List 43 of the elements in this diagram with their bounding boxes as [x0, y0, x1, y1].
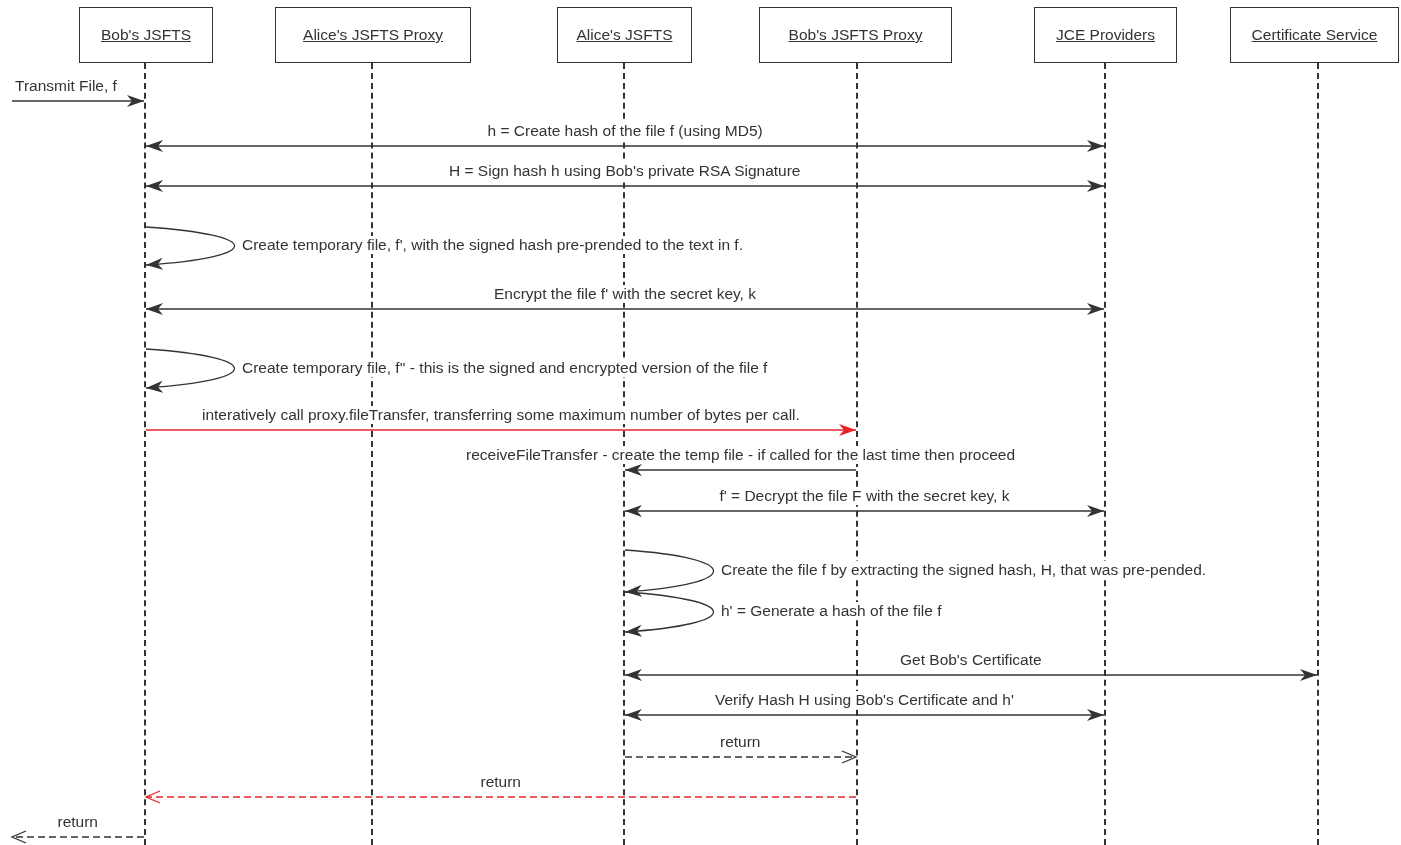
message-label: f' = Decrypt the file F with the secret key, k: [718, 487, 1011, 505]
message-arrow: [624, 709, 1105, 721]
message-arrow: [11, 95, 145, 107]
participant-box: [79, 7, 213, 63]
message-label: h' = Generate a hash of the file f: [720, 602, 943, 620]
participant-box: [557, 7, 692, 63]
message-label: Create temporary file, f'' - this is the signed and encrypted version of the file f: [241, 358, 769, 377]
lifeline: [1317, 63, 1319, 845]
participant-name: Certificate Service: [1251, 26, 1378, 44]
self-message-arrow: [624, 549, 715, 597]
message-arrow: [624, 669, 1318, 681]
message-arrow: [145, 424, 857, 436]
message-label: Verify Hash H using Bob's Certificate and h': [714, 691, 1015, 709]
participant-box: [1230, 7, 1399, 63]
participant-box: [275, 7, 471, 63]
participant-name: JCE Providers: [1055, 26, 1156, 44]
message-label: Encrypt the file f' with the secret key, k: [493, 285, 757, 303]
message-arrow: [145, 303, 1105, 315]
lifeline: [1104, 63, 1106, 845]
return-arrow: [145, 790, 857, 804]
message-label: interatively call proxy.fileTransfer, transferring some maximum number of bytes per call.: [201, 406, 801, 424]
message-arrow: [624, 464, 857, 476]
message-arrow: [145, 180, 1105, 192]
message-label: Create the file f by extracting the signed hash, H, that was pre-pended.: [720, 561, 1208, 579]
self-message-arrow: [145, 348, 236, 393]
participant-name: Bob's JSFTS Proxy: [788, 26, 923, 44]
participant-box: [759, 7, 952, 63]
self-message-arrow: [624, 591, 715, 637]
message-arrow: [145, 140, 1105, 152]
participant-box: [1034, 7, 1177, 63]
participant-name: Alice's JSFTS: [576, 26, 673, 44]
message-label: h = Create hash of the file f (using MD5): [486, 122, 764, 140]
participant-name: Bob's JSFTS: [101, 26, 191, 44]
message-arrow: [624, 505, 1105, 517]
self-message-arrow: [145, 226, 236, 270]
message-label: receiveFileTransfer - create the temp file - if called for the last time then proceed: [465, 446, 1017, 464]
message-label: Transmit File, f: [14, 77, 118, 95]
lifeline: [144, 63, 146, 845]
message-label: Create temporary file, f', with the signed hash pre-prended to the text in f.: [241, 236, 744, 254]
participant-name: Alice's JSFTS Proxy: [303, 26, 443, 44]
return-arrow: [624, 750, 857, 764]
return-arrow: [11, 830, 145, 844]
message-label: H = Sign hash h using Bob's private RSA Signature: [448, 162, 802, 180]
